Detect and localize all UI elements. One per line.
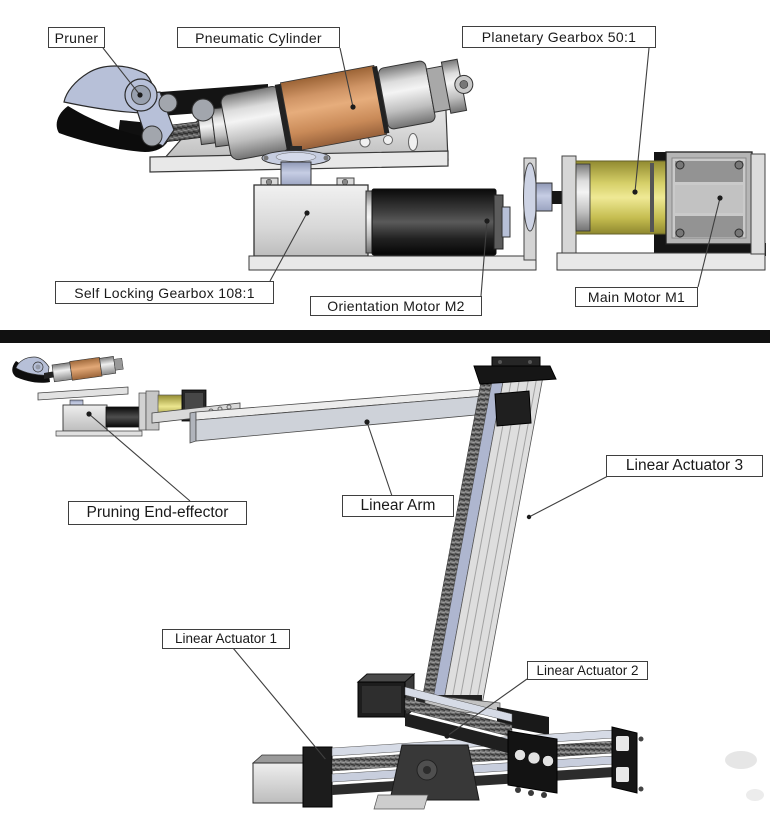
- coupling-drawing: [523, 157, 567, 261]
- label-pneumatic-cylinder: Pneumatic Cylinder: [177, 27, 340, 48]
- swivel-joint-drawing: [261, 146, 331, 187]
- panel-divider: [0, 330, 770, 343]
- plate-keyhole: [408, 133, 418, 151]
- linear-actuator-2-drawing: [356, 672, 558, 810]
- label-pruner: Pruner: [48, 27, 105, 48]
- manipulator-assembly-drawing: [12, 356, 764, 810]
- cropped-object-smudge: [725, 751, 764, 801]
- pneumatic-cylinder-drawing: [220, 58, 474, 161]
- main-motor-drawing: [556, 151, 766, 271]
- leader-lines-top: [102, 47, 723, 297]
- self-locking-gearbox-drawing: [253, 177, 369, 264]
- leader-lines-bottom: [86, 411, 609, 764]
- plate-hole: [383, 135, 393, 145]
- label-self-locking-gearbox: Self Locking Gearbox 108:1: [55, 281, 274, 304]
- linear-actuator-3-drawing: [416, 356, 557, 735]
- label-linear-actuator-3: Linear Actuator 3: [606, 455, 763, 477]
- end-effector-closeup-drawing: [56, 47, 766, 297]
- orientation-motor-drawing: [365, 188, 511, 256]
- label-linear-actuator-2: Linear Actuator 2: [527, 661, 648, 680]
- label-main-motor: Main Motor M1: [575, 287, 698, 307]
- mini-end-effector-drawing: [12, 356, 241, 437]
- base-plate-left: [248, 255, 537, 271]
- planetary-gearbox-drawing: [561, 152, 766, 259]
- label-planetary-gearbox: Planetary Gearbox 50:1: [462, 26, 656, 48]
- arm-clamp-block: [494, 390, 532, 427]
- label-orientation-motor: Orientation Motor M2: [310, 296, 482, 316]
- pruner-lower-blade: [56, 106, 168, 152]
- label-linear-arm: Linear Arm: [342, 495, 454, 517]
- linear-arm-drawing: [189, 387, 498, 444]
- label-pruning-end-effector: Pruning End-effector: [68, 501, 247, 525]
- label-linear-actuator-1: Linear Actuator 1: [162, 629, 290, 649]
